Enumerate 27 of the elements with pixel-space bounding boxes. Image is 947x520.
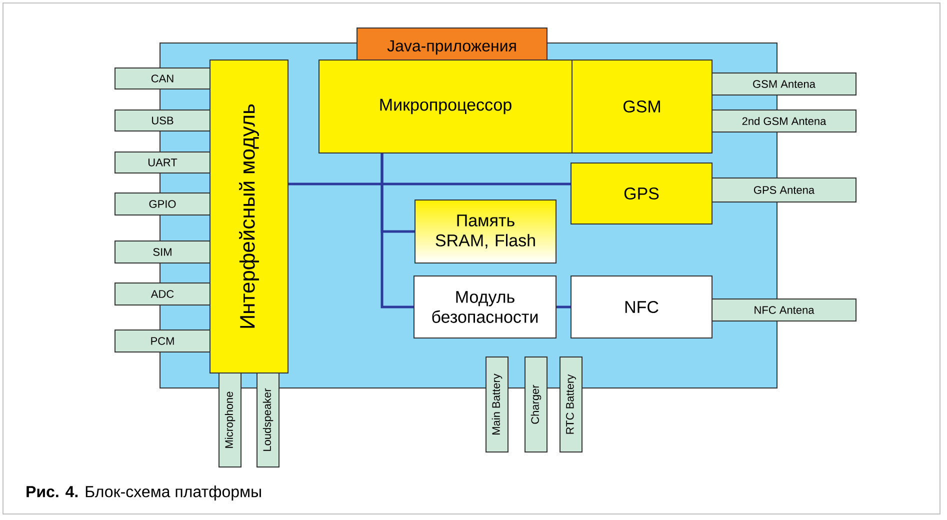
module-box: NFC	[570, 276, 712, 338]
module-box: Модуль безопасности	[414, 276, 556, 338]
port-box: Main Battery	[486, 356, 508, 452]
connector-line	[380, 154, 414, 308]
interface-box: Интерфейсный модуль	[210, 60, 288, 374]
chip-box: GSM	[572, 60, 712, 154]
port-box: UART	[114, 152, 210, 174]
port-box: 2nd GSM Antena	[712, 110, 856, 132]
chip-box: Микропроцессор	[318, 60, 572, 154]
port-box: Charger	[524, 356, 548, 452]
port-box: NFC Antena	[712, 298, 856, 322]
port-box: GPIO	[114, 192, 210, 216]
caption: Рис. 4. Блок-схема платформы	[26, 486, 261, 500]
connector-line	[288, 182, 570, 186]
port-box: GPS Antena	[712, 178, 856, 202]
port-box: RTC Battery	[560, 356, 582, 452]
port-box: Microphone	[218, 372, 242, 468]
port-box: GSM Antena	[712, 72, 856, 96]
memory-box: Память SRAM, Flash	[414, 200, 556, 264]
port-box: Loudspeaker	[256, 372, 280, 468]
connector-line	[556, 306, 570, 308]
port-box: SIM	[114, 240, 210, 264]
chip-box: GPS	[570, 162, 712, 224]
port-box: CAN	[114, 68, 210, 90]
port-box: PCM	[114, 330, 210, 352]
port-box: ADC	[114, 282, 210, 306]
port-box: USB	[114, 110, 210, 132]
